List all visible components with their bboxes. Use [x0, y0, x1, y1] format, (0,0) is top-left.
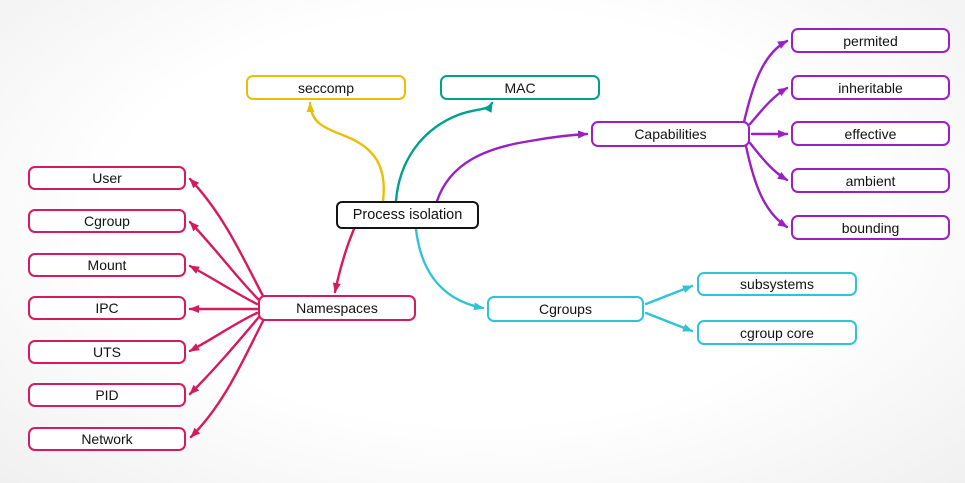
node-effective: effective: [791, 121, 950, 146]
node-uts: UTS: [28, 340, 186, 364]
node-bounding: bounding: [791, 215, 950, 240]
edge-cgroups-cgroup-core: [644, 311, 694, 333]
edge-root-namespaces: [332, 227, 356, 294]
node-cgroup: Cgroup: [28, 209, 186, 233]
node-namespaces: Namespaces: [258, 295, 416, 321]
node-subsystems: subsystems: [697, 272, 857, 296]
node-process-isolation: Process isolation: [336, 201, 479, 229]
edge-root-cgroups: [414, 227, 485, 311]
node-ipc: IPC: [28, 296, 186, 320]
edge-capabilities-inheritable: [748, 86, 789, 126]
edge-root-mac: [394, 101, 494, 203]
edge-capabilities-bounding: [744, 144, 789, 229]
edge-cgroups-subsystems: [644, 284, 694, 306]
edge-namespaces-user: [188, 177, 265, 298]
node-cgroups: Cgroups: [487, 296, 644, 322]
node-permited: permited: [791, 28, 950, 53]
edge-namespaces-mount: [188, 264, 259, 306]
node-pid: PID: [28, 383, 186, 407]
edge-namespaces-pid: [188, 315, 261, 396]
edge-root-capabilities: [435, 130, 589, 203]
node-mac: MAC: [440, 75, 600, 100]
node-inheritable: inheritable: [791, 75, 950, 100]
node-cgroup-core: cgroup core: [697, 320, 857, 345]
edge-capabilities-ambient: [748, 141, 789, 182]
node-seccomp: seccomp: [246, 75, 406, 100]
edge-capabilities-permited: [742, 39, 789, 124]
edge-root-seccomp: [306, 101, 385, 203]
node-capabilities: Capabilities: [591, 121, 750, 147]
node-network: Network: [28, 427, 186, 451]
node-ambient: ambient: [791, 168, 950, 193]
node-user: User: [28, 166, 186, 190]
node-mount: Mount: [28, 253, 186, 277]
edge-namespaces-uts: [188, 311, 259, 353]
edge-namespaces-cgroup: [188, 220, 261, 302]
edge-namespaces-network: [189, 319, 265, 439]
